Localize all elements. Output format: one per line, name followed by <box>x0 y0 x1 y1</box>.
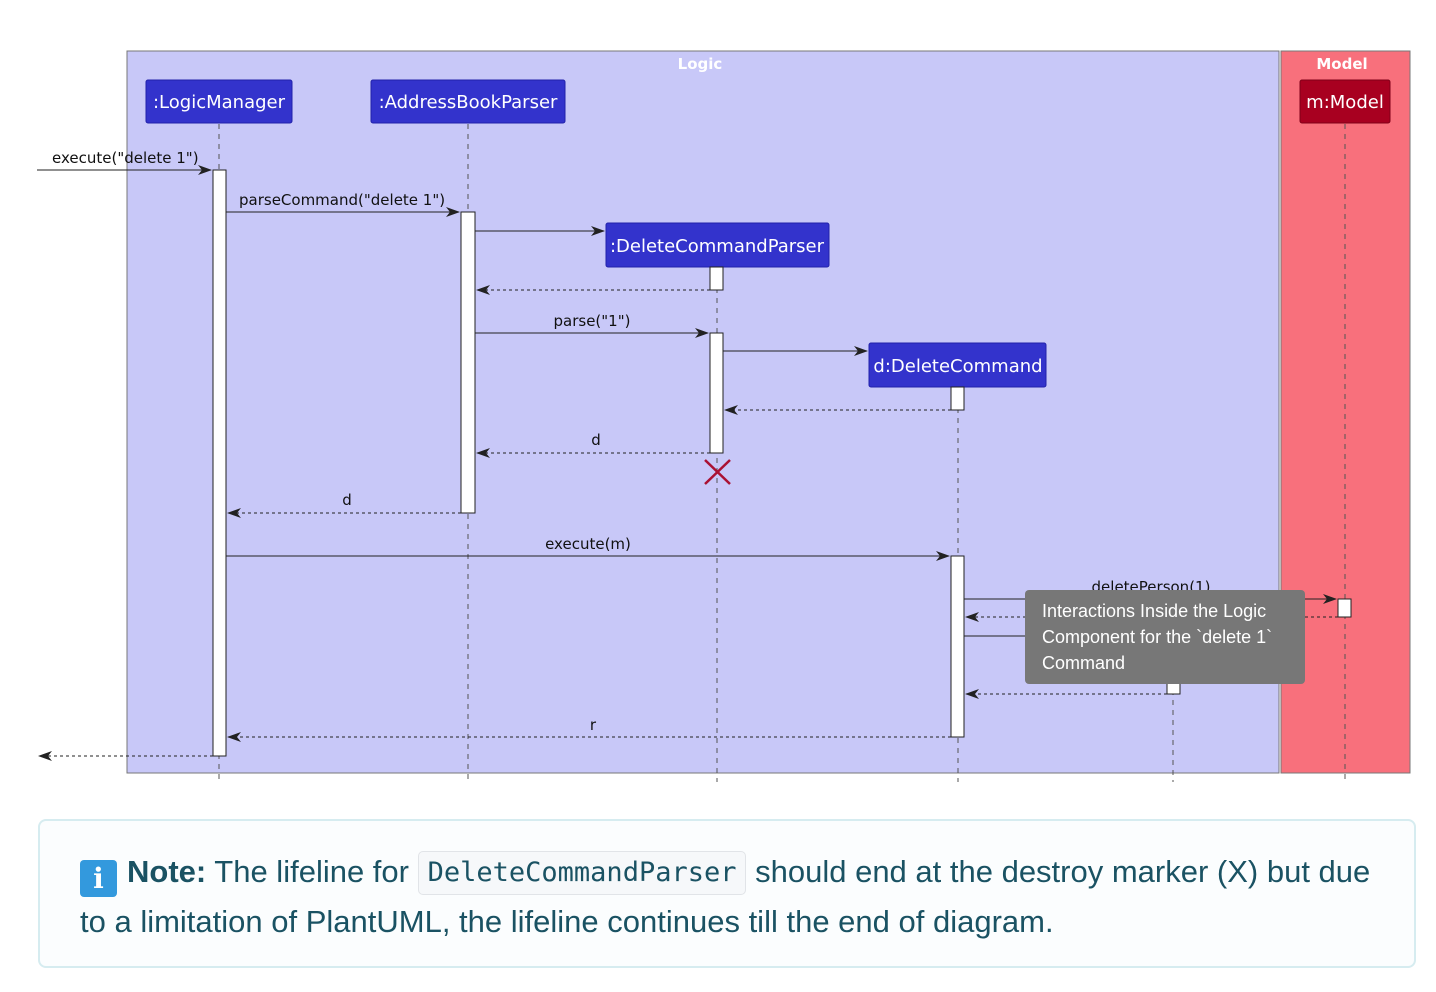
message-return-r-label: r <box>590 716 597 734</box>
message-parse-command-label: parseCommand("delete 1") <box>239 191 445 209</box>
info-icon: i <box>80 860 117 897</box>
participant-logic-manager-label: :LogicManager <box>153 92 286 113</box>
participant-delete-command-label: d:DeleteCommand <box>873 356 1042 377</box>
message-return-d-1-label: d <box>591 431 601 449</box>
tooltip-line-1: Interactions Inside the Logic <box>1042 601 1267 621</box>
note-text-after-code: should end at the destroy marker (X) but… <box>80 854 1371 939</box>
participant-delete-command-parser-label: :DeleteCommandParser <box>610 236 825 257</box>
activation-delete-command-execute <box>950 555 965 738</box>
participant-address-book-parser-label: :AddressBookParser <box>379 92 558 113</box>
activation-delete-command-create <box>950 386 965 411</box>
message-parse-label: parse("1") <box>554 312 631 330</box>
activation-delete-command-parser-parse <box>709 332 724 454</box>
participant-model <box>1299 79 1391 124</box>
note-callout: i Note: The lifeline for DeleteCommandPar… <box>38 819 1416 968</box>
logic-box-title: Logic <box>678 55 723 73</box>
activation-logic-manager <box>212 169 227 757</box>
diagram-tooltip: Interactions Inside the Logic Component … <box>1025 590 1305 684</box>
message-execute-m-label: execute(m) <box>545 535 631 553</box>
model-box-title: Model <box>1316 55 1367 73</box>
activation-model <box>1337 598 1352 618</box>
destroy-marker <box>704 459 731 485</box>
note-inline-code: DeleteCommandParser <box>417 851 747 895</box>
message-execute-delete-label: execute("delete 1") <box>52 149 199 167</box>
activation-address-book-parser <box>460 211 476 514</box>
note-text-before-code: The lifeline for <box>214 854 409 889</box>
tooltip-line-2: Component for the `delete 1` <box>1042 627 1273 647</box>
note-label: Note: <box>127 854 207 889</box>
tooltip-line-3: Command <box>1042 653 1126 673</box>
participant-model-label: m:Model <box>1306 92 1384 113</box>
participant-logic-manager <box>145 79 293 124</box>
participant-address-book-parser <box>370 79 566 124</box>
activation-delete-command-parser-create <box>709 266 724 291</box>
message-return-d-2-label: d <box>342 491 352 509</box>
sequence-diagram: Logic Model :LogicManager :AddressBookPa… <box>37 50 1411 782</box>
